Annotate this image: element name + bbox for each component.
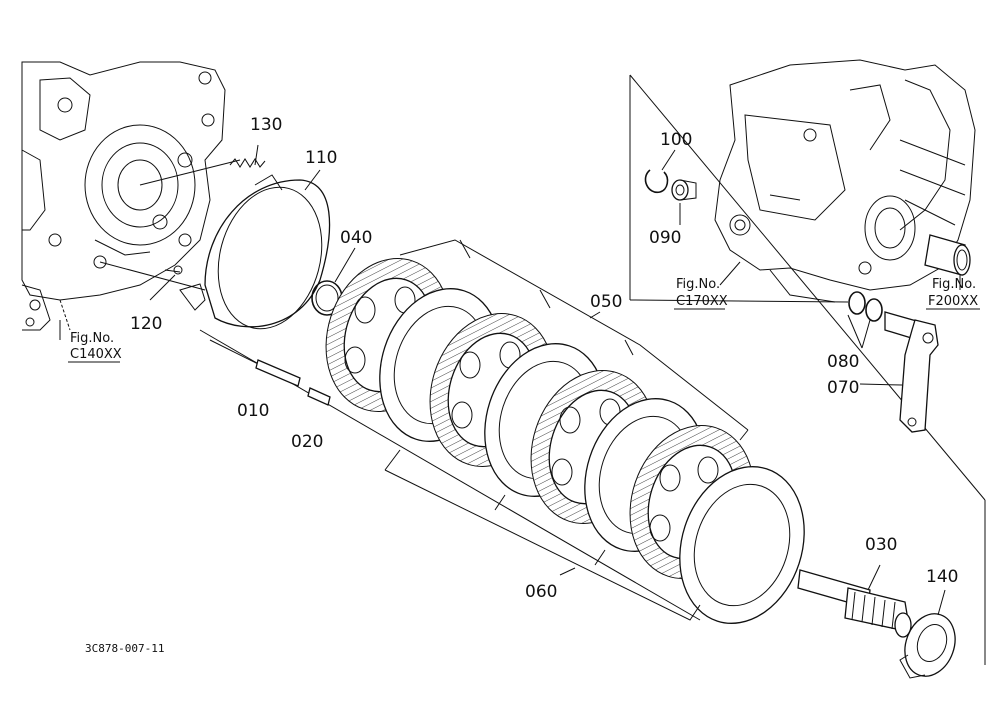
part-label-060: 060 (525, 582, 557, 602)
housing-left (21, 61, 226, 331)
bushing-090 (671, 179, 697, 201)
part-label-040: 040 (340, 228, 372, 248)
fig-ref-f200-line2: F200XX (928, 294, 978, 309)
part-label-140: 140 (926, 567, 958, 587)
part-label-080: 080 (827, 352, 859, 372)
fig-ref-c140-line2: C140XX (70, 347, 122, 362)
part-label-110: 110 (305, 148, 337, 168)
shaft-030 (797, 564, 912, 638)
separator-plate (679, 466, 805, 624)
leader-lines (59, 149, 961, 340)
fig-ref-c170-line2: C170XX (676, 294, 728, 309)
group-bracket-060 (384, 449, 701, 621)
sleeve-f200 (924, 234, 971, 276)
part-label-130: 130 (250, 115, 282, 135)
part-label-010: 010 (237, 401, 269, 421)
o-rings-080 (847, 291, 883, 349)
part-label-100: 100 (660, 130, 692, 150)
drawing-code: 3C878-007-11 (85, 642, 164, 655)
fig-ref-c140-line1: Fig.No. (70, 331, 114, 346)
part-label-020: 020 (291, 432, 323, 452)
pin-010 (255, 359, 301, 387)
part-label-120: 120 (130, 314, 162, 334)
part-label-090: 090 (649, 228, 681, 248)
group-bracket-050 (399, 239, 749, 441)
housing-right (714, 59, 976, 303)
part-label-030: 030 (865, 535, 897, 555)
fig-ref-f200-line1: Fig.No. (932, 277, 976, 292)
pin-020 (307, 387, 331, 406)
ball-120 (173, 265, 183, 275)
clip-100 (644, 169, 669, 194)
lever-070 (859, 311, 939, 433)
clutch-disc-stack (325, 258, 805, 624)
fig-ref-c170-line1: Fig.No. (676, 277, 720, 292)
bearing-140 (899, 589, 956, 679)
part-label-050: 050 (590, 292, 622, 312)
spring-130 (229, 144, 266, 168)
pressure-plate-110 (179, 174, 331, 330)
part-label-070: 070 (827, 378, 859, 398)
